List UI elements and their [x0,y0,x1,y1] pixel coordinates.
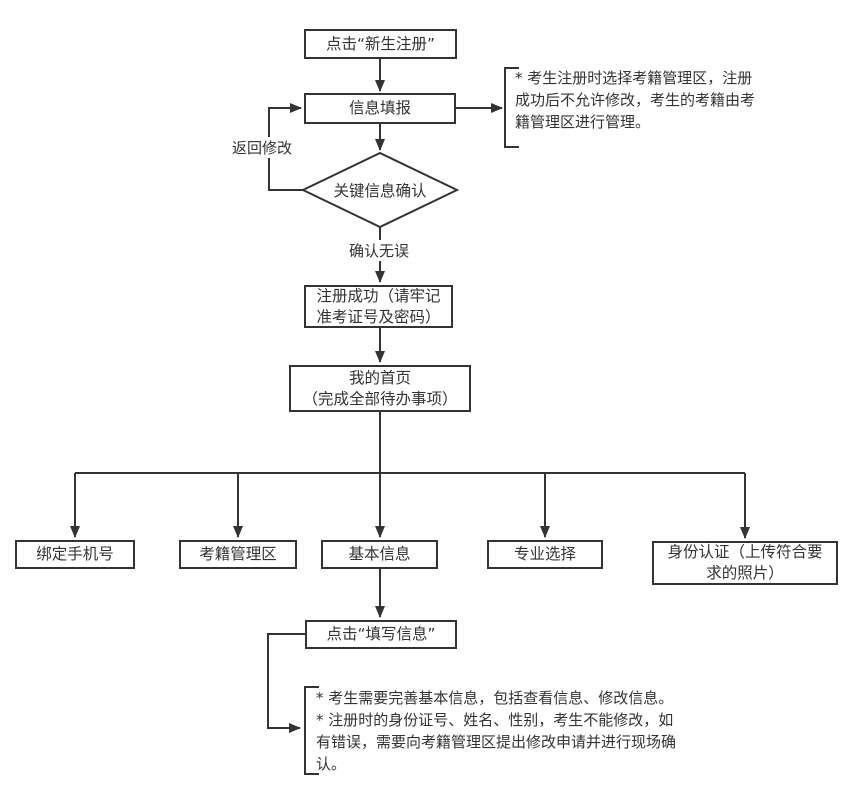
node-my-homepage: 我的首页 （完成全部待办事项） [289,365,471,412]
note-basic-info: * 考生需要完善基本信息，包括查看信息、修改信息。 * 注册时的身份证号、姓名、… [316,689,677,773]
branch-major-select: 专业选择 [487,540,603,569]
edge-label-return-modify: 返回修改 [228,137,296,158]
node-click-fill-info: 点击“填写信息” [305,620,457,649]
decision-diamond-shape [300,151,460,229]
branch-basic-info: 基本信息 [321,540,438,569]
node-click-register: 点击“新生注册” [304,29,457,59]
node-info-fill: 信息填报 [304,93,456,124]
branch-bind-phone: 绑定手机号 [15,540,135,569]
bracket-registration-note [504,67,519,148]
node-register-success: 注册成功（请牢记 准考证号及密码） [304,285,453,328]
edge-clickfill-to-note [267,633,305,733]
note-registration: * 考生注册时选择考籍管理区，注册 成功后不允许修改，考生的考籍由考 籍管理区进… [515,69,756,131]
branch-identity-auth: 身份认证（上传符合要 求的照片） [652,541,838,585]
edge-label-confirmed: 确认无误 [345,240,413,261]
bracket-basicinfo-note [304,686,319,775]
branch-exam-admin-area: 考籍管理区 [179,540,297,569]
node-decision-label: 关键信息确认 [333,182,427,200]
